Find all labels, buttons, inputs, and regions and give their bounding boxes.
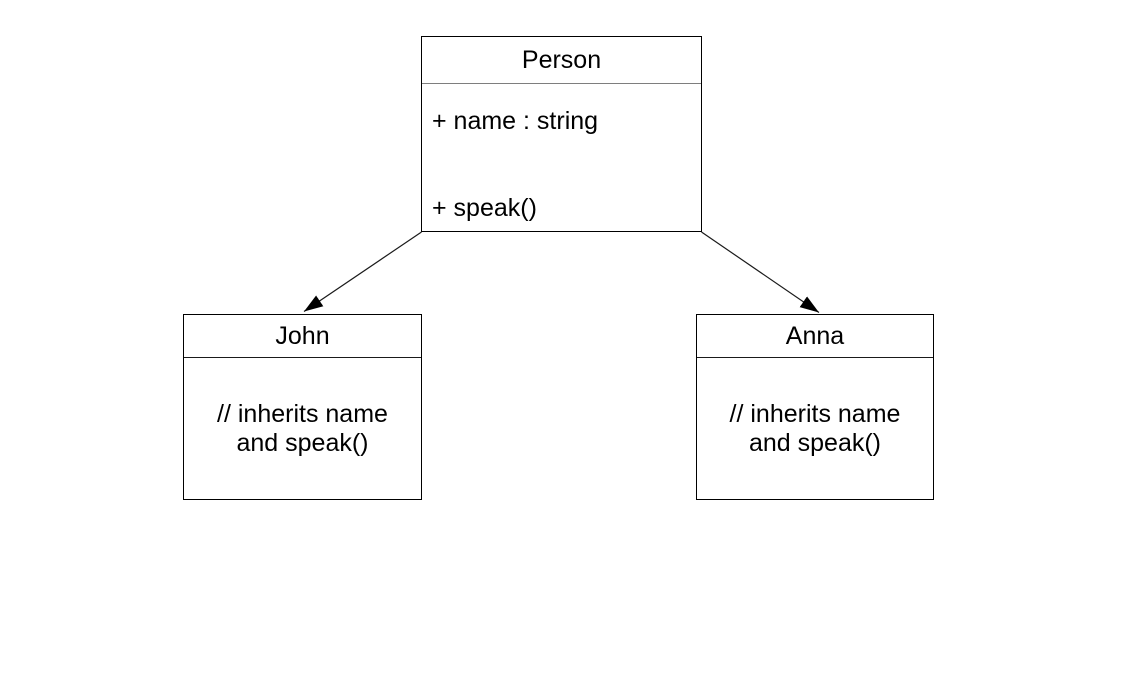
note-line-2: and speak() — [748, 428, 882, 457]
class-node-person: Person + name : string + speak() — [421, 36, 702, 232]
edge-person-to-anna — [701, 231, 820, 313]
class-body-person: + name : string + speak() — [422, 84, 701, 231]
class-body-anna: // inherits name and speak() — [697, 358, 933, 499]
class-body-john: // inherits name and speak() — [184, 358, 421, 499]
note-line-1: // inherits name — [217, 399, 388, 428]
class-node-anna: Anna // inherits name and speak() — [696, 314, 934, 500]
edge-person-to-john — [303, 231, 422, 312]
class-node-john: John // inherits name and speak() — [183, 314, 422, 500]
attribute-name-string: + name : string — [432, 107, 599, 135]
note-line-2: and speak() — [236, 428, 369, 457]
class-title-anna: Anna — [697, 315, 933, 358]
method-speak: + speak() — [432, 194, 537, 222]
note-line-1: // inherits name — [729, 399, 901, 428]
class-title-person: Person — [422, 37, 701, 84]
class-title-john: John — [184, 315, 421, 358]
